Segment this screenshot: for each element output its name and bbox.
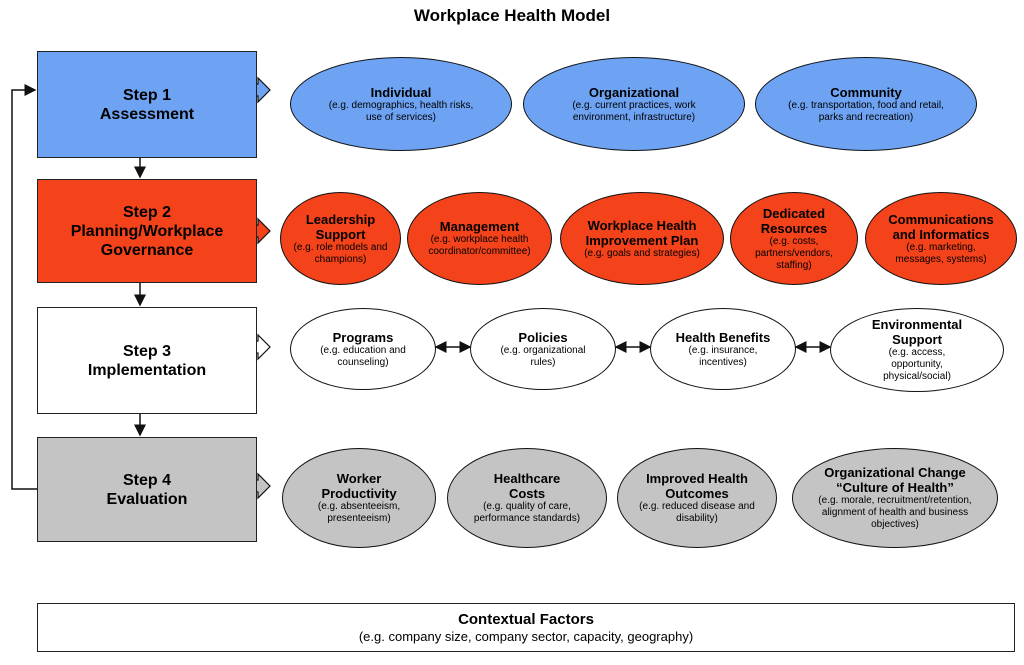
ellipse-desc: (e.g. workplace health coordinator/commi… [428, 234, 531, 257]
ellipse-desc: (e.g. goals and strategies) [584, 247, 700, 259]
ellipse-title: Communications and Informatics [888, 211, 994, 242]
contextual-factors-desc: (e.g. company size, company sector, capa… [358, 628, 694, 644]
ellipse-title: Workplace Health Improvement Plan [585, 217, 699, 248]
ellipse-community: Community (e.g. transportation, food and… [755, 57, 977, 151]
ellipse-desc: (e.g. reduced disease and disability) [639, 501, 755, 524]
feedback-loop-arrow [11, 84, 37, 490]
ellipse-title: Management [439, 219, 520, 234]
ellipse-desc: (e.g. morale, recruitment/retention, ali… [818, 495, 972, 530]
ellipse-dedicated-resources: Dedicated Resources (e.g. costs, partner… [730, 192, 858, 285]
ellipse-healthcare-costs: Healthcare Costs (e.g. quality of care, … [447, 448, 607, 548]
ellipse-desc: (e.g. role models and champions) [293, 241, 388, 265]
ellipse-title: Environmental Support [871, 317, 963, 347]
ellipse-communications: Communications and Informatics (e.g. mar… [865, 192, 1017, 285]
step-4-evaluation: Step 4 Evaluation [37, 437, 257, 542]
ellipse-title: Improved Health Outcomes [646, 471, 748, 501]
step-3-line2: Implementation [87, 361, 207, 379]
ellipse-worker-productivity: Worker Productivity (e.g. absenteeism, p… [282, 448, 436, 548]
step-2-line1: Step 2 [122, 203, 171, 221]
contextual-factors-title: Contextual Factors [458, 610, 594, 628]
ellipse-environmental-support: Environmental Support (e.g. access, oppo… [830, 308, 1004, 392]
ellipse-policies: Policies (e.g. organizational rules) [470, 308, 616, 390]
step-2-line2: Planning/Workplace [70, 222, 224, 240]
step-1-line1: Step 1 [122, 86, 171, 104]
ellipse-title: Individual [370, 84, 432, 100]
ellipse-desc: (e.g. demographics, health risks, use of… [328, 99, 474, 123]
contextual-factors-box: Contextual Factors (e.g. company size, c… [37, 603, 1015, 652]
ellipse-title: Leadership Support [305, 211, 376, 242]
ellipse-organizational-change: Organizational Change “Culture of Health… [792, 448, 998, 548]
ellipse-title: Community [830, 84, 902, 100]
step-1-line2: Assessment [99, 105, 195, 123]
ellipse-management: Management (e.g. workplace health coordi… [407, 192, 552, 285]
ellipse-title: Organizational Change “Culture of Health… [824, 465, 966, 495]
ellipse-desc: (e.g. quality of care, performance stand… [473, 501, 581, 524]
step-3-implementation: Step 3 Implementation [37, 307, 257, 414]
ellipse-organizational: Organizational (e.g. current practices, … [523, 57, 745, 151]
ellipse-desc: (e.g. transportation, food and retail, p… [788, 99, 944, 123]
ellipse-programs: Programs (e.g. education and counseling) [290, 308, 436, 390]
ellipse-desc: (e.g. absenteeism, presenteeism) [317, 501, 401, 524]
ellipse-improvement-plan: Workplace Health Improvement Plan (e.g. … [560, 192, 724, 285]
ellipse-desc: (e.g. current practices, work environmen… [572, 99, 696, 123]
ellipse-title: Worker Productivity [321, 471, 397, 501]
page-title: Workplace Health Model [413, 6, 611, 25]
ellipse-leadership-support: Leadership Support (e.g. role models and… [280, 192, 401, 285]
ellipse-title: Organizational [588, 84, 680, 100]
step-4-line2: Evaluation [106, 490, 188, 508]
ellipse-improved-health-outcomes: Improved Health Outcomes (e.g. reduced d… [617, 448, 777, 548]
ellipse-health-benefits: Health Benefits (e.g. insurance, incenti… [650, 308, 796, 390]
ellipse-title: Policies [518, 329, 568, 345]
ellipse-desc: (e.g. costs, partners/vendors, staffing) [755, 235, 833, 271]
ellipse-title: Dedicated Resources [760, 205, 828, 236]
step-1-assessment: Step 1 Assessment [37, 51, 257, 158]
ellipse-desc: (e.g. education and counseling) [320, 344, 406, 368]
ellipse-desc: (e.g. marketing, messages, systems) [895, 241, 987, 265]
ellipse-desc: (e.g. insurance, incentives) [688, 344, 758, 368]
ellipse-title: Programs [332, 329, 394, 345]
ellipse-desc: (e.g. access, opportunity, physical/soci… [883, 347, 951, 382]
step-4-line1: Step 4 [122, 471, 171, 489]
step-3-line1: Step 3 [122, 342, 171, 360]
step-2-line3: Governance [100, 241, 194, 259]
ellipse-individual: Individual (e.g. demographics, health ri… [290, 57, 512, 151]
ellipse-title: Health Benefits [675, 329, 771, 345]
step-2-planning: Step 2 Planning/Workplace Governance [37, 179, 257, 283]
ellipse-desc: (e.g. organizational rules) [500, 344, 586, 368]
ellipse-title: Healthcare Costs [493, 471, 561, 501]
